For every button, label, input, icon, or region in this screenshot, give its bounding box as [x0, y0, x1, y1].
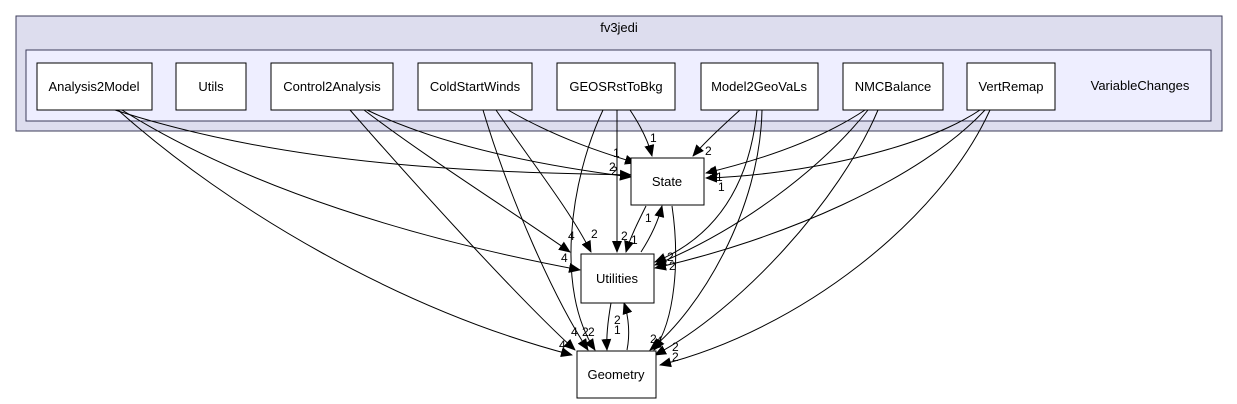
edge-label: 2 — [650, 332, 657, 346]
edge-utilities-geometry — [601, 302, 612, 351]
folder-label: VertRemap — [978, 79, 1043, 94]
node-label: Utilities — [596, 271, 638, 286]
edge-label: 1 — [645, 211, 652, 225]
edge-label: 2 — [591, 227, 598, 241]
edge-coldstartwinds-geometry — [482, 109, 589, 351]
node-utilities[interactable]: Utilities — [580, 253, 655, 304]
edge-label: 2 — [588, 325, 595, 339]
edge-vertremap-utilities — [654, 109, 986, 271]
folder-geosrsttobkg[interactable]: GEOSRstToBkg — [556, 62, 676, 111]
edge-nmcbalance-utilities — [654, 109, 869, 266]
edge-model2geovals-utilities — [654, 109, 758, 263]
edge-label: 2 — [609, 160, 616, 174]
folder-label: Utils — [198, 79, 224, 94]
edges — [114, 109, 991, 368]
edge-utilities-state — [640, 205, 665, 253]
folder-label: Model2GeoVaLs — [711, 79, 807, 94]
edge-label: 4 — [568, 229, 575, 243]
folder-coldstartwinds[interactable]: ColdStartWinds — [417, 62, 533, 111]
folder-label: GEOSRstToBkg — [569, 79, 662, 94]
edge-analysis2model-utilities — [121, 109, 581, 273]
folder-control2analysis[interactable]: Control2Analysis — [270, 62, 394, 111]
edge-label: 4 — [559, 338, 566, 352]
edge-label: 4 — [571, 325, 578, 339]
edge-label: 2 — [582, 325, 589, 339]
edge-coldstartwinds-state — [507, 109, 637, 165]
folder-label: NMCBalance — [855, 79, 932, 94]
edge-geosrsttobkg-state — [629, 109, 655, 157]
edge-model2geovals-geometry — [649, 109, 763, 351]
folder-label: Analysis2Model — [48, 79, 139, 94]
edge-label: 1 — [709, 165, 716, 179]
edge-label: 2 — [611, 164, 618, 178]
node-geometry[interactable]: Geometry — [576, 350, 657, 399]
edge-label: 4 — [561, 251, 568, 265]
node-label: State — [652, 174, 682, 189]
folder-analysis2model[interactable]: Analysis2Model — [36, 62, 153, 111]
node-state[interactable]: State — [630, 157, 705, 206]
edge-label: 2 — [672, 350, 679, 364]
edge-label: 1 — [631, 233, 638, 247]
folder-label: Control2Analysis — [283, 79, 381, 94]
edge-labels: 1 1 2 2 2 1 1 1 1 2 1 2 4 4 2 2 2 1 4 4 … — [559, 131, 725, 364]
edge-label: 1 — [718, 180, 725, 194]
edge-label: 2 — [672, 340, 679, 354]
edge-control2analysis-state — [366, 109, 632, 181]
edge-nmcbalance-geometry — [654, 109, 879, 356]
edge-label: 2 — [667, 250, 674, 264]
folder-model2geovals[interactable]: Model2GeoVaLs — [700, 62, 819, 111]
folder-nmcbalance[interactable]: NMCBalance — [842, 62, 944, 111]
edge-label: 1 — [614, 323, 621, 337]
edge-state-geometry — [653, 205, 677, 351]
node-label: Geometry — [587, 367, 645, 382]
variablechanges-label: VariableChanges — [1091, 78, 1190, 93]
edge-analysis2model-state — [114, 109, 632, 180]
edge-state-utilities — [624, 205, 647, 253]
edge-label: 2 — [614, 313, 621, 327]
edge-nmcbalance-state — [705, 109, 866, 176]
edge-label: 2 — [669, 259, 676, 273]
edge-vertremap-state — [705, 109, 981, 183]
edge-control2analysis-utilities — [363, 109, 571, 253]
edge-vertremap-geometry — [659, 109, 991, 368]
edge-geometry-utilities — [622, 302, 633, 351]
folder-vertremap[interactable]: VertRemap — [966, 62, 1056, 111]
edge-label: 1 — [613, 146, 620, 160]
folder-label: ColdStartWinds — [430, 79, 521, 94]
edge-coldstartwinds-utilities — [495, 109, 592, 253]
edge-label: 1 — [650, 131, 657, 145]
edge-label: 2 — [705, 144, 712, 158]
edge-label: 2 — [621, 229, 628, 243]
folder-utils[interactable]: Utils — [175, 62, 247, 111]
edge-geosrsttobkg-geometry — [570, 109, 604, 351]
edge-label: 4 — [656, 334, 663, 348]
edge-analysis2model-geometry — [117, 109, 573, 358]
edge-label: 1 — [716, 170, 723, 184]
edge-control2analysis-geometry — [349, 109, 576, 351]
fv3jedi-label: fv3jedi — [600, 20, 638, 35]
edge-model2geovals-state — [692, 109, 741, 157]
